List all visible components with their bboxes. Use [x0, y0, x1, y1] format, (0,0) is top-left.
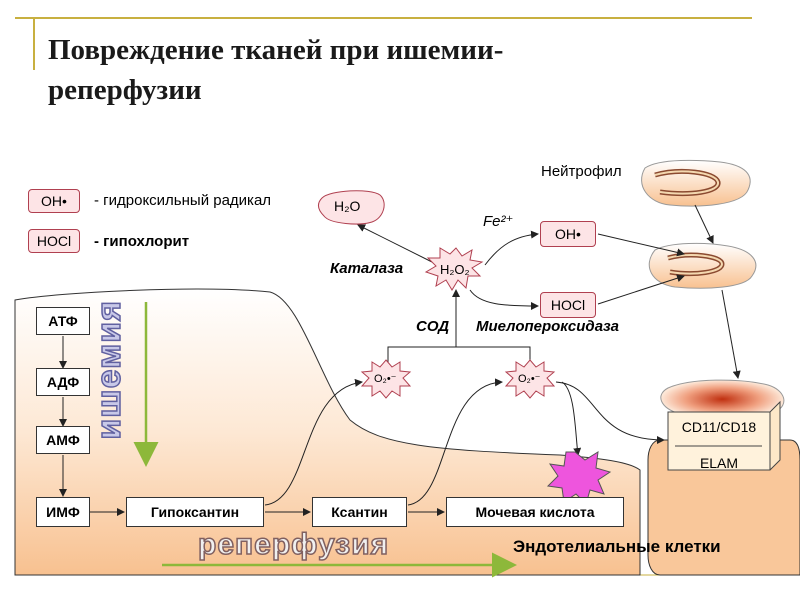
h2o2-star: [424, 247, 484, 291]
hocl-box: HOCl: [540, 292, 596, 318]
o2-left-label: O₂•⁻: [374, 373, 397, 385]
o2-star-right: [504, 359, 556, 399]
hypoxanthine-box: Гипоксантин: [126, 497, 264, 527]
elam-label: ELAM: [699, 455, 739, 471]
sod-label: СОД: [416, 318, 450, 335]
legend-hocl-text: - гипохлорит: [94, 233, 190, 250]
h2o-blob: [317, 190, 385, 225]
arrow-o2-burst: [561, 381, 582, 456]
o2-right-label: O₂•⁻: [518, 373, 541, 385]
page-title: Повреждение тканей при ишемии-реперфузии: [48, 34, 504, 106]
arrow-neutrophil-adhesion: [721, 289, 741, 379]
xanthine-box: Ксантин: [312, 497, 407, 527]
catalase-label: Каталаза: [330, 260, 404, 277]
arrow-h2o2-hocl: [469, 289, 539, 310]
neutrophil-top: [641, 159, 751, 207]
o2-star-left: [360, 359, 412, 399]
arrow-o2-endothelium: [555, 381, 665, 444]
arrow-hocl-neutrophil: [597, 274, 685, 305]
arrow-xanth-o2: [407, 378, 503, 506]
myeloperoxidase-label: Миелопероксидаза: [476, 318, 620, 335]
legend-hocl-box: HOCl: [28, 229, 80, 253]
endothelial-label: Эндотелиальные клетки: [513, 537, 721, 556]
atp-box: АТФ: [36, 307, 90, 335]
legend-oh-text: - гидроксильный радикал: [94, 192, 272, 209]
oh-box: OH•: [540, 221, 596, 247]
fe-label: Fe²⁺: [483, 213, 514, 230]
adp-box: АДФ: [36, 368, 90, 396]
endothelial-cell: [647, 439, 800, 576]
cd11-label: CD11/CD18: [681, 419, 757, 435]
imp-box: ИМФ: [36, 497, 90, 527]
ischemia-label: ишемия: [89, 299, 129, 440]
h2o2-label: H₂O₂: [440, 262, 470, 277]
arrow-h2o2-oh: [484, 230, 539, 266]
reperfusion-label: реперфузия: [197, 527, 390, 562]
amp-box: АМФ: [36, 426, 90, 454]
neutrophil-label: Нейтрофил: [541, 163, 622, 180]
arrow-oh-neutrophil: [597, 233, 685, 257]
arrow-hypox-o2: [264, 378, 363, 506]
arrow-neutrophil-down: [694, 204, 714, 244]
arrow-h2o2-h2o: [357, 224, 433, 263]
sod-bracket: [387, 346, 531, 365]
legend-oh-box: OH•: [28, 189, 80, 213]
uric-acid-box: Мочевая кислота: [446, 497, 624, 527]
adhesion-box: [667, 411, 771, 471]
h2o-label: H₂O: [334, 198, 361, 214]
